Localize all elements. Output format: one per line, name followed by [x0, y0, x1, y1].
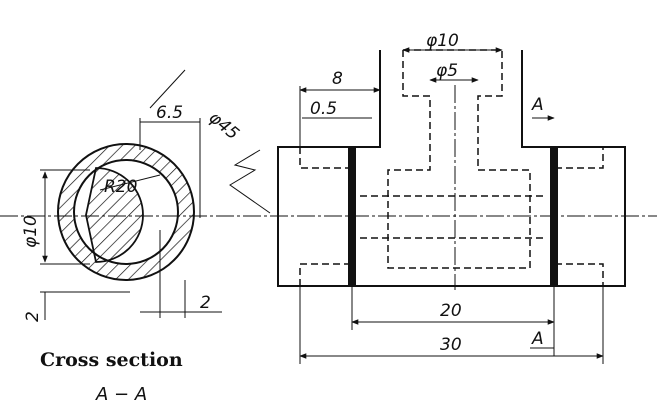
- hidden-left-bottom: [299, 263, 350, 286]
- phi45-leader: [149, 69, 186, 109]
- dim-8-label: 8: [332, 69, 343, 89]
- hidden-bore: [387, 50, 531, 269]
- shaft-section: [85, 167, 144, 263]
- hidden-left-top: [299, 147, 350, 169]
- r20-leader: [99, 174, 161, 191]
- main-view: φ10 φ5 8 0.5 A A 20 30: [277, 31, 626, 364]
- section-mark-top: A: [531, 95, 544, 115]
- slot-right: [550, 147, 558, 286]
- hidden-right-bottom: [555, 263, 604, 286]
- dim-30-label: 30: [440, 335, 462, 355]
- dim-phi5-label: φ5: [436, 61, 458, 81]
- dim-phi45-label: φ45: [205, 108, 243, 144]
- part-outline: [277, 50, 626, 287]
- dim-phi10-top-label: φ10: [426, 31, 459, 51]
- dim-phi10-left-label: φ10: [21, 215, 41, 248]
- dim-05-label: 0.5: [310, 99, 337, 119]
- caption-line1: Cross section: [40, 349, 183, 371]
- hidden-right-top: [555, 147, 604, 169]
- break-zigzag: [229, 149, 271, 214]
- dim-2-left-label: 2: [23, 311, 43, 322]
- section-mark-bottom: A: [531, 329, 544, 349]
- dim-r20-label: R20: [104, 177, 137, 197]
- dim-20-label: 20: [440, 301, 462, 321]
- cross-section-view: 6.5 φ45 R20 φ10 2 2 Cross section A − A: [0, 69, 657, 405]
- inner-circle: [73, 159, 179, 265]
- slot-left: [348, 147, 356, 286]
- outer-circle: [57, 143, 195, 281]
- dim-2-bottom-label: 2: [200, 293, 211, 313]
- caption-line2: A − A: [95, 384, 147, 405]
- dim-65-label: 6.5: [156, 103, 183, 123]
